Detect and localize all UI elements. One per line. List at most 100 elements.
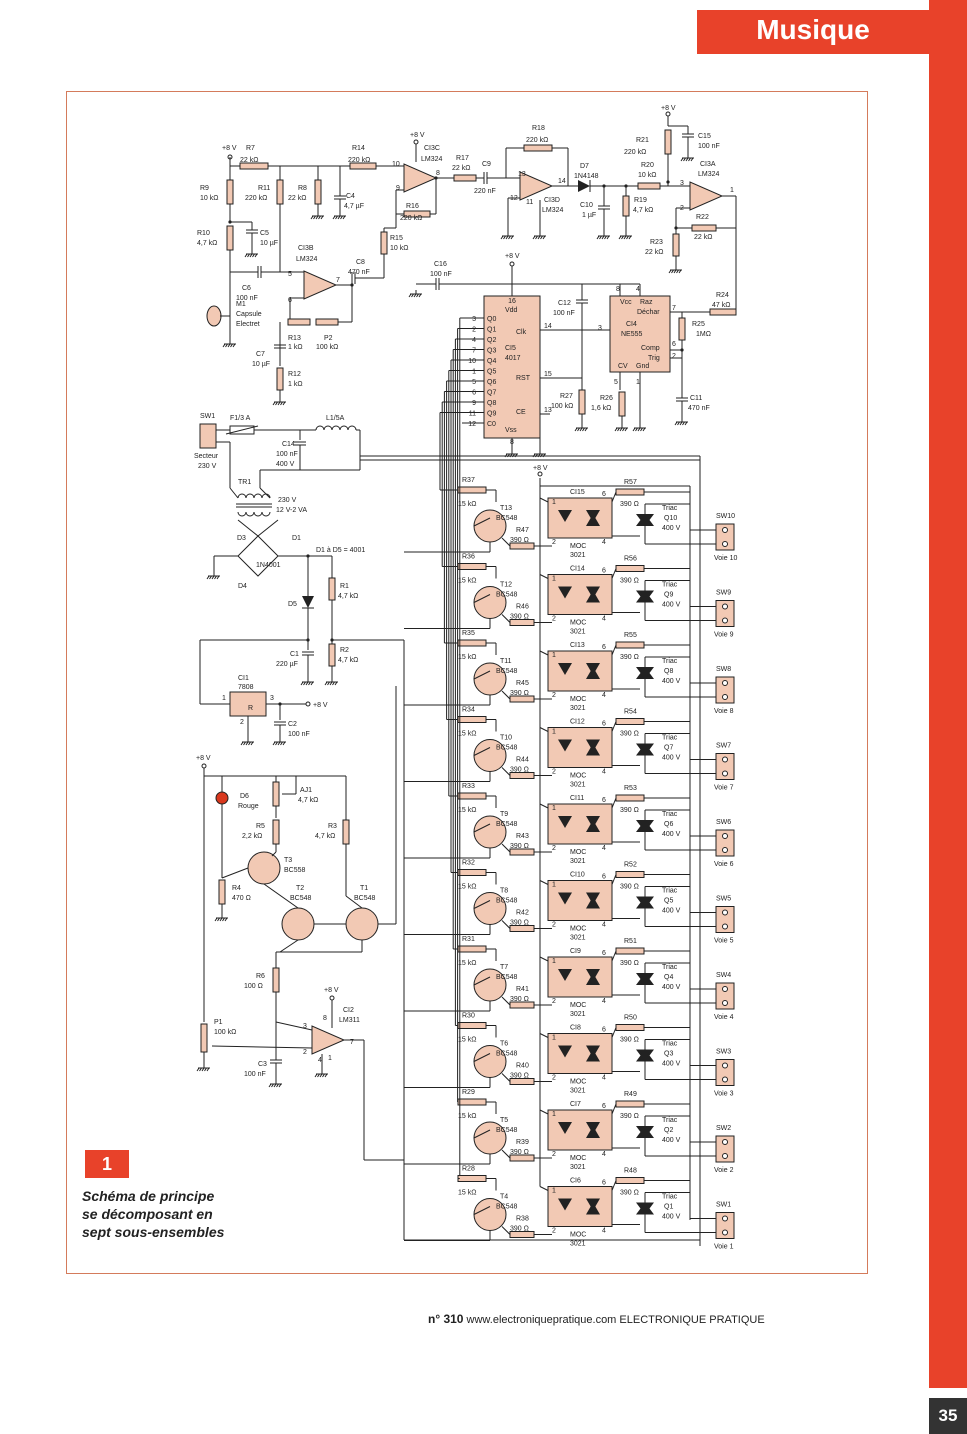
collector-resistor-label-R43: R43 xyxy=(516,833,529,840)
ground-hatch xyxy=(582,427,585,432)
moc3021-CI13 xyxy=(547,650,613,692)
r8-value: 22 kΩ xyxy=(288,195,306,202)
ground-hatch xyxy=(637,427,641,432)
ground-hatch xyxy=(579,427,583,432)
ground-hatch xyxy=(332,215,336,220)
ground-hatch xyxy=(275,401,278,406)
moc-label-CI10: CI10 xyxy=(570,872,585,879)
ground-hatch xyxy=(500,235,504,240)
connector-pin xyxy=(722,1153,728,1159)
collector-resistor-R41 xyxy=(509,1001,535,1009)
r12-resistor xyxy=(276,367,284,391)
moc-label: MOC xyxy=(570,1232,586,1239)
l1-inductor-coil xyxy=(347,425,357,431)
wire xyxy=(473,1206,491,1215)
moc3021-CI6 xyxy=(547,1186,613,1227)
footer-url[interactable]: www.electroniquepratique.com xyxy=(466,1314,617,1326)
cv-label: CV xyxy=(618,363,628,370)
collector-resistor-label-R41: R41 xyxy=(516,986,529,993)
ce-label: CE xyxy=(516,409,526,416)
moc-pin1: 1 xyxy=(552,1111,556,1118)
wire xyxy=(501,537,511,547)
raz-label: Raz xyxy=(640,299,653,306)
wire xyxy=(611,950,617,962)
ground-hatch xyxy=(245,741,249,746)
ground-hatch xyxy=(247,253,250,258)
moc-value: 3021 xyxy=(570,782,586,789)
r15-value: 10 kΩ xyxy=(390,245,408,252)
dechar-label: Déchar xyxy=(637,309,660,316)
ground-hatch xyxy=(626,235,629,240)
moc-pin6: 6 xyxy=(602,568,606,575)
voie-label-SW10: Voie 10 xyxy=(714,555,737,562)
switch-label-SW7: SW7 xyxy=(716,743,731,750)
c4-label: C4 xyxy=(346,193,355,200)
supply-label-plus8-f: +8 V xyxy=(196,755,211,762)
ci4-value: NE555 xyxy=(621,331,643,338)
voie-label-SW5: Voie 5 xyxy=(714,938,734,945)
d6-red-led xyxy=(215,791,229,805)
moc-pin6: 6 xyxy=(602,1103,606,1110)
base-resistor-value: 15 kΩ xyxy=(458,654,476,661)
base-resistor-R34 xyxy=(457,716,487,723)
moc3021-CI14 xyxy=(547,574,613,615)
gate-resistor-label-R55: R55 xyxy=(624,632,637,639)
ground-hatch xyxy=(628,235,632,240)
ground-hatch xyxy=(254,253,258,258)
ground-hatch xyxy=(688,157,691,162)
wire xyxy=(539,727,549,732)
gate-resistor-label-R56: R56 xyxy=(624,556,637,563)
connector-pin xyxy=(722,1229,728,1236)
connector-pin xyxy=(722,541,728,547)
r4-value: 470 Ω xyxy=(232,895,251,902)
page-number: 35 xyxy=(929,1398,967,1434)
r17-label: R17 xyxy=(456,155,469,162)
triac-Q2-b xyxy=(636,1126,654,1138)
ground-hatch xyxy=(224,917,228,922)
ground-hatch xyxy=(201,1067,205,1072)
triac-Q7-b xyxy=(636,743,654,756)
pin14-ci5: 14 xyxy=(544,323,552,330)
r14-label: R14 xyxy=(352,145,365,152)
ground-hatch xyxy=(206,1067,210,1072)
clk-label: Clk xyxy=(516,329,527,336)
collector-resistor-value: 390 Ω xyxy=(510,1149,529,1156)
moc-triac-icon xyxy=(586,1126,600,1138)
cd4017-pin-num: 3 xyxy=(472,316,476,323)
triac-label: Triac xyxy=(662,582,678,589)
gnd-label: Gnd xyxy=(636,363,649,370)
base-resistor-R35 xyxy=(457,639,487,647)
c9-value: 220 nF xyxy=(474,188,496,195)
trig-label: Trig xyxy=(648,355,660,362)
c16-value: 100 nF xyxy=(430,271,452,278)
r20-label: R20 xyxy=(641,162,654,169)
pin3-555: 3 xyxy=(598,325,602,332)
cd4017-output-Q2: Q2 xyxy=(487,337,496,344)
pin8: 8 xyxy=(436,170,440,177)
r19-value: 4,7 kΩ xyxy=(633,207,653,214)
connector-SW7 xyxy=(715,753,735,780)
connector-SW9 xyxy=(715,600,735,627)
wire xyxy=(473,1129,491,1139)
cd4017-output-C0: C0 xyxy=(487,421,496,428)
ground-hatch xyxy=(416,293,419,298)
c8-value: 470 nF xyxy=(348,269,370,276)
ground-hatch xyxy=(668,269,672,274)
triac-value: 400 V xyxy=(662,525,681,532)
base-resistor-label-R36: R36 xyxy=(462,554,475,561)
c10-value: 1 µF xyxy=(582,212,596,219)
r24-resistor xyxy=(709,308,737,316)
gate-resistor-R55 xyxy=(615,641,645,649)
connector-SW5 xyxy=(715,906,735,933)
wire xyxy=(221,867,249,879)
transistor-label-T5: T5 xyxy=(500,1117,508,1124)
c11-value: 470 nF xyxy=(688,405,710,412)
ground-hatch xyxy=(413,293,417,298)
ground-hatch xyxy=(216,575,220,580)
triac-Q9-b xyxy=(636,590,654,603)
ground-hatch xyxy=(624,427,628,432)
ground-hatch xyxy=(682,421,685,426)
f1-label: F1/3 A xyxy=(230,415,251,422)
ground-hatch xyxy=(314,1073,318,1078)
transistor-label-T8: T8 xyxy=(500,888,508,895)
